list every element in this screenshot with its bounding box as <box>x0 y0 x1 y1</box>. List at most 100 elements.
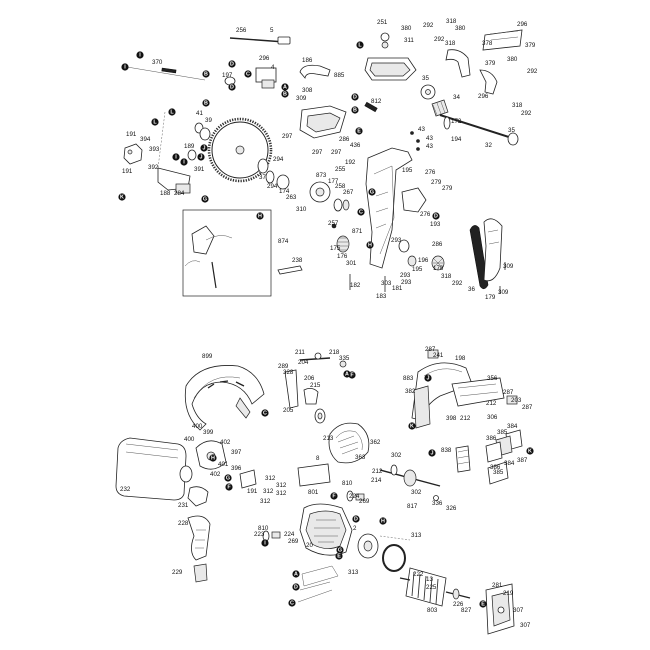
reference-marker-letter: J <box>200 154 203 160</box>
cap-203 <box>506 395 518 405</box>
reference-marker-letter: C <box>246 71 250 77</box>
part-number-label: 224 <box>284 531 295 538</box>
reference-marker: C <box>357 208 365 216</box>
part-number-label: 182 <box>350 282 361 289</box>
reference-marker-circle <box>355 127 363 135</box>
part-number-label: 297 <box>331 149 342 156</box>
rail-386b <box>487 461 509 485</box>
belt-36 <box>469 225 489 290</box>
arm-194-ribs <box>375 191 389 229</box>
reference-marker-circle <box>357 208 365 216</box>
part-number-label: 312 <box>265 475 276 482</box>
saw-blade <box>207 117 273 183</box>
reference-marker: D <box>351 93 359 101</box>
part-number-label: 215 <box>310 382 321 389</box>
gear-257 <box>336 235 350 253</box>
block-284 <box>175 183 191 194</box>
reference-marker-circle <box>356 41 364 49</box>
reference-marker: K <box>408 422 416 430</box>
part-number-label: 2 <box>353 525 357 532</box>
reference-marker-circle <box>209 454 217 462</box>
end-plate-bearing <box>497 606 505 614</box>
block-396 <box>239 469 257 489</box>
part-number-label: 206 <box>304 375 315 382</box>
bearing-196 <box>407 255 417 267</box>
part-number-label: 303 <box>381 280 392 287</box>
reference-marker-circle <box>121 63 129 71</box>
part-number-label: 287 <box>503 389 514 396</box>
reference-marker: E <box>335 552 343 560</box>
saw-blade-teeth <box>207 117 273 183</box>
part-number-label: 43 <box>426 143 433 150</box>
reference-marker-letter: B <box>204 100 208 106</box>
reference-marker: A <box>292 570 300 578</box>
nut-335 <box>339 360 347 368</box>
part-number-label: 276 <box>425 169 436 176</box>
part-number-label: 801 <box>308 489 319 496</box>
part-number-label: 181 <box>392 285 403 292</box>
top-assembly <box>123 29 523 297</box>
part-number-label: 382 <box>405 388 416 395</box>
reference-marker-circle <box>168 108 176 116</box>
part-number-label: 263 <box>286 194 297 201</box>
reference-marker: B <box>281 90 289 98</box>
part-number-label: 293 <box>400 272 411 279</box>
belt-guard-ribs <box>487 229 500 245</box>
reference-marker: G <box>336 546 344 554</box>
part-number-label: 312 <box>276 490 287 497</box>
part-number-label: 398 <box>446 415 457 422</box>
reference-marker-letter: J <box>431 450 434 456</box>
part-number-label: 213 <box>323 435 334 442</box>
part-number-label: 189 <box>184 143 195 150</box>
part-number-label: 306 <box>487 414 498 421</box>
part-number-label: 392 <box>148 164 159 171</box>
brush-holder-224 <box>271 531 281 539</box>
reference-marker-letter: G <box>203 196 207 202</box>
part-number-label: 186 <box>302 57 313 64</box>
part-number-label: 178 <box>433 265 444 272</box>
bracket-393-hole <box>127 149 133 155</box>
inset-spring <box>205 235 233 241</box>
part-number-label: 318 <box>446 18 457 25</box>
part-number-label: 174 <box>279 188 290 195</box>
reference-marker-circle <box>228 60 236 68</box>
part-number-label: 873 <box>316 172 327 179</box>
part-number-label: 301 <box>346 260 357 267</box>
part-number-label: 232 <box>120 486 131 493</box>
reference-marker-circle <box>202 70 210 78</box>
part-number-label: 400 <box>192 423 203 430</box>
part-number-label: 191 <box>247 488 258 495</box>
housing-363-vents <box>335 430 363 451</box>
housing-363 <box>328 422 370 464</box>
part-number-label: 225 <box>426 584 437 591</box>
reference-marker-circle <box>244 70 252 78</box>
reference-marker-letter: D <box>353 94 357 100</box>
reference-marker: B <box>351 106 359 114</box>
reference-marker-circle <box>335 552 343 560</box>
part-number-label: 198 <box>455 355 466 362</box>
reference-marker: C <box>288 599 296 607</box>
wire-313b <box>379 535 411 541</box>
link-204 <box>299 357 331 361</box>
reference-marker-circle <box>368 188 376 196</box>
reference-marker-circle <box>118 193 126 201</box>
part-number-label: 279 <box>431 179 442 186</box>
reference-marker-letter: A <box>283 84 287 90</box>
reference-marker-circle <box>261 409 269 417</box>
part-number-label: 312 <box>263 488 274 495</box>
reference-marker-circle <box>197 153 205 161</box>
part-number-label: 284 <box>174 190 185 197</box>
part-number-label: 393 <box>149 146 160 153</box>
part-number-label: 296 <box>478 93 489 100</box>
panel-356-ribs <box>457 383 499 397</box>
power-cable <box>126 66 206 81</box>
saw-blade-arbor <box>235 145 245 155</box>
part-number-label: 296 <box>259 55 270 62</box>
part-number-label: 391 <box>194 166 205 173</box>
part-number-label: 436 <box>350 142 361 149</box>
pin-336 <box>433 495 439 501</box>
part-number-label: 402 <box>210 471 221 478</box>
part-number-label: 336 <box>432 500 443 507</box>
part-number-label: 269 <box>359 498 370 505</box>
